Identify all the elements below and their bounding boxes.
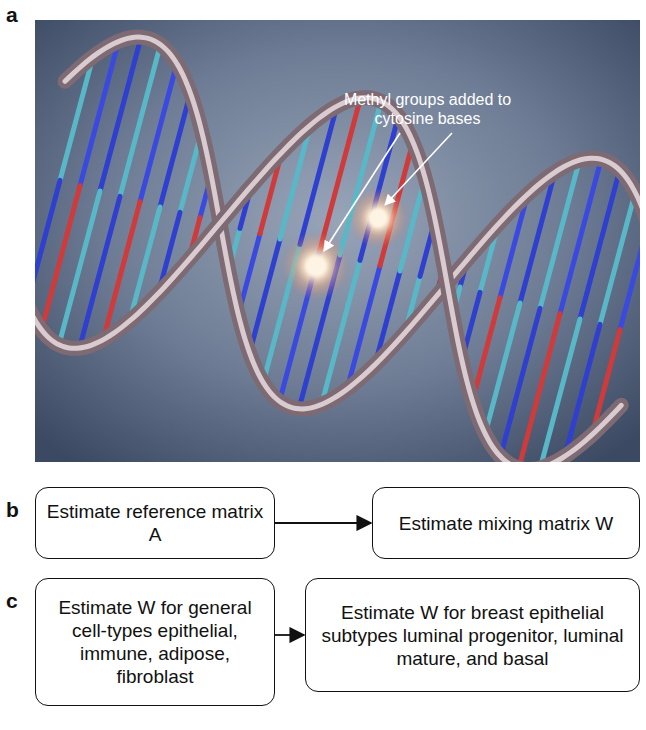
base-stick [580,170,620,319]
base-stick [35,180,60,304]
process-box: Estimate W for breast epithelial subtype… [305,578,640,692]
base-stick [560,159,601,314]
backbone-ribbon [65,37,640,409]
panel-letter: c [6,588,30,613]
methyl-sphere [370,210,386,226]
leader-arrow [385,133,452,205]
flow-arrow [275,522,371,524]
process-box: Estimate reference matrix A [35,487,275,559]
base-stick [100,37,141,191]
methyl-glow [348,188,408,248]
leader-arrow [324,133,400,251]
process-box: Estimate W for general cell-types epithe… [35,578,275,706]
box-text: Estimate mixing matrix W [399,512,613,535]
panel-letter: b [6,497,30,522]
base-stick [519,314,560,462]
base-stick [500,308,540,456]
box-text: Estimate reference matrix A [46,500,264,546]
methyl-glow [282,232,350,300]
base-stick [59,191,100,345]
box-text: Estimate W for breast epithelial subtype… [316,601,629,670]
backbone-highlight [65,37,640,409]
double-helix [35,33,640,462]
methyl-sphere [307,257,325,275]
base-stick [120,44,161,196]
flow-arrow [275,634,304,636]
backbone-highlight [35,98,621,462]
process-box: Estimate mixing matrix W [372,487,640,559]
base-stick [140,63,177,201]
base-stick [600,192,635,324]
base-stick [42,186,80,330]
base-stick [485,303,520,434]
panel-letter: a [6,2,30,27]
box-text: Estimate W for general cell-types epithe… [46,596,264,688]
annotation-text: Methyl groups added to cytosine bases [325,90,530,128]
base-stick [620,224,640,329]
backbone-ribbon [35,98,621,462]
